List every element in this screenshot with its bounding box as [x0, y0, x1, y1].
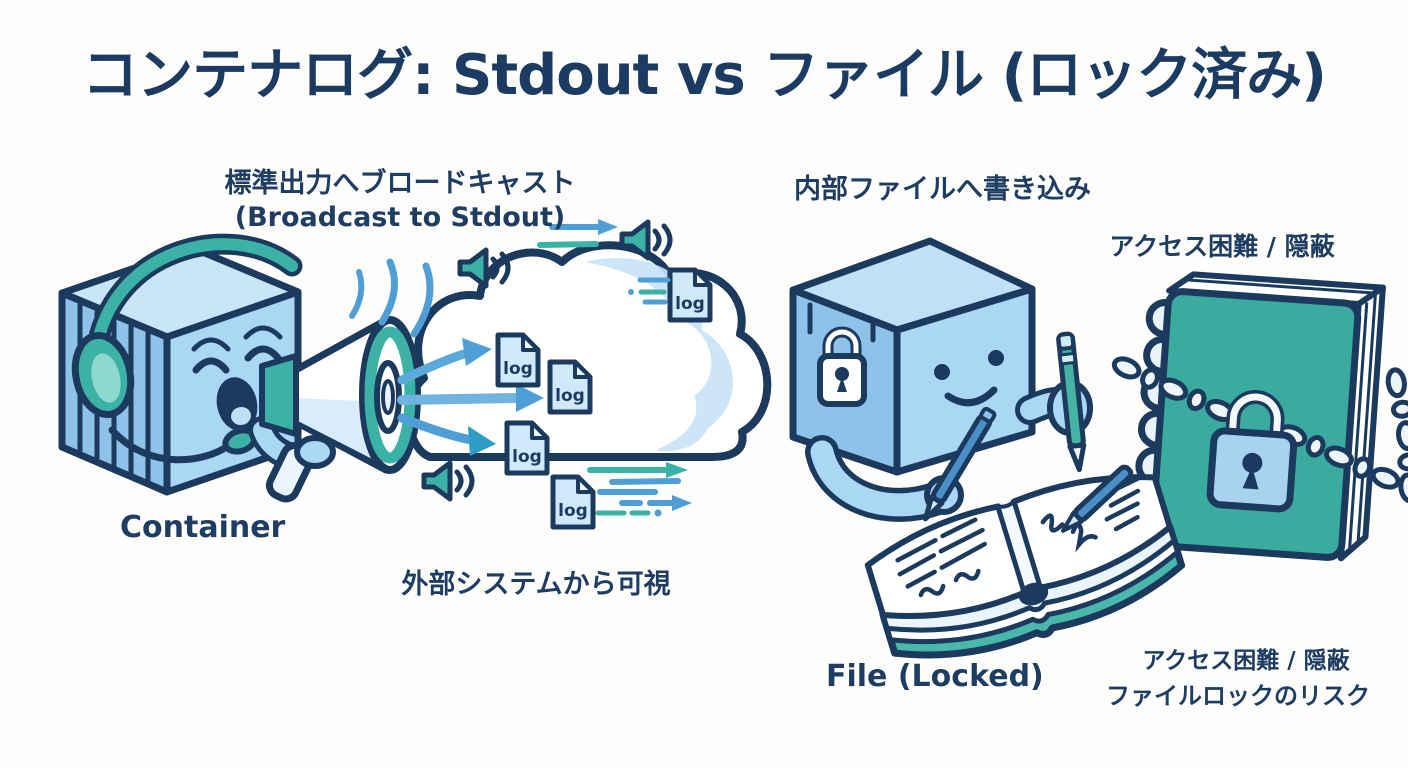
access-difficulty-label-top: アクセス困難 / 隠蔽 [1109, 232, 1335, 261]
container-label: Container [120, 510, 286, 545]
arrow-down [397, 413, 496, 456]
speed-lines-log [628, 277, 671, 305]
stdout-caption-jp: 標準出力へブロードキャスト [224, 168, 576, 199]
notebook-padlock-icon [1206, 390, 1298, 513]
pen-icon [922, 406, 997, 522]
chain [1111, 356, 1408, 504]
file-lock-risk-label: ファイルロックのリスク [1106, 682, 1370, 710]
stdout-scene: log log log log [58, 219, 772, 530]
visibility-label: 外部システムから可視 [401, 569, 671, 600]
speed-lines-top [537, 219, 618, 248]
log-file-icon: log [547, 359, 593, 415]
arrow-up [397, 338, 492, 385]
svg-text:log: log [675, 294, 705, 314]
access-difficulty-label-bottom: アクセス困難 / 隠蔽 [1142, 648, 1350, 674]
svg-text:log: log [512, 447, 542, 467]
locked-cube-character [789, 237, 1093, 522]
page-title: コンテナログ: Stdout vs ファイル (ロック済み) [82, 43, 1327, 108]
cube-padlock-icon [817, 326, 867, 407]
headphones-icon [71, 233, 303, 464]
speed-lines-bottom [587, 462, 692, 517]
handwriting-left [895, 517, 987, 598]
svg-text:log: log [555, 386, 585, 406]
svg-text:log: log [558, 501, 588, 521]
pen-on-book-icon [1060, 464, 1134, 533]
speaker-icon [421, 460, 475, 502]
stdout-caption-en: (Broadcast to Stdout) [234, 202, 566, 233]
megaphone-icon [248, 316, 421, 503]
log-file-icon: log [504, 420, 550, 476]
log-file-icon: log [550, 474, 596, 530]
log-file-icon: log [495, 332, 541, 388]
speaker-icon [457, 247, 511, 289]
locked-cube [789, 237, 1036, 476]
svg-text:log: log [503, 359, 533, 379]
open-book [864, 464, 1186, 659]
broadcast-arrows [397, 338, 544, 456]
sound-wave-arcs [349, 258, 434, 338]
speaker-icon [619, 219, 673, 261]
file-locked-label: File (Locked) [826, 659, 1044, 694]
notebook-cover [1148, 288, 1362, 561]
cube-face [934, 350, 1004, 407]
log-file-icon: log [667, 267, 713, 323]
arrow-straight [397, 384, 544, 412]
file-write-caption: 内部ファイルへ書き込み [794, 174, 1091, 205]
log-file-icons: log log log log [495, 267, 713, 530]
file-scene [789, 237, 1408, 659]
pencil-icon [1056, 331, 1087, 473]
speaker-icons [421, 219, 673, 502]
